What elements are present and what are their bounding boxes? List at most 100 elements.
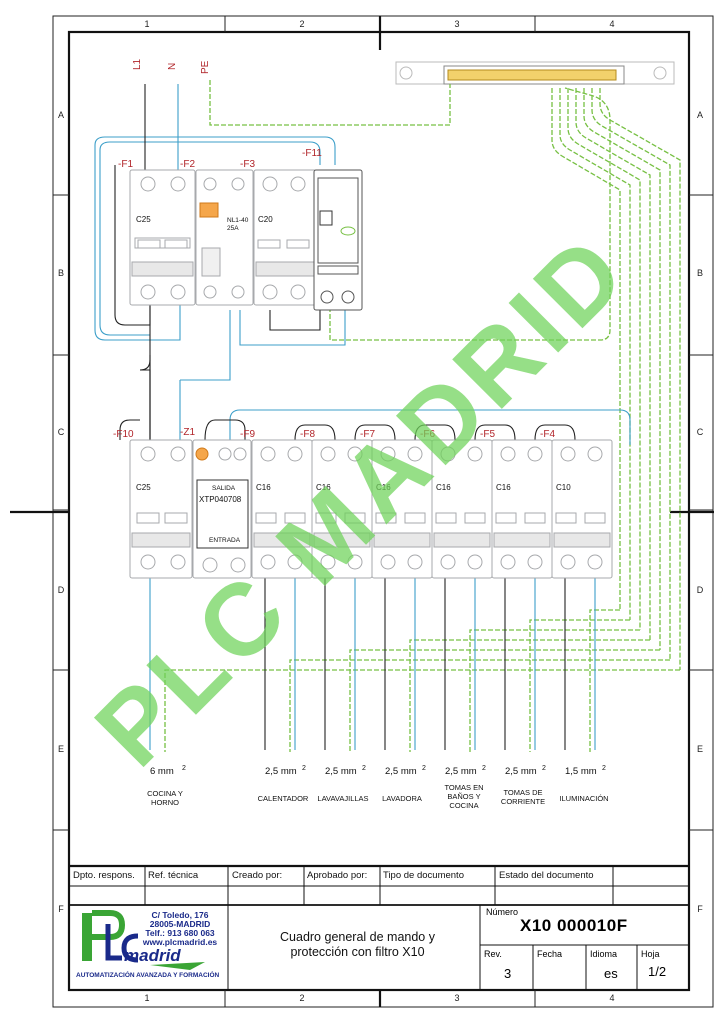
- tipo-label: Tipo de documento: [383, 870, 464, 881]
- address-line: www.plcmadrid.es: [142, 937, 218, 947]
- svg-text:2: 2: [302, 765, 306, 772]
- tag-f11: -F11: [302, 148, 322, 159]
- label-lavadora: LAVADORA: [382, 794, 422, 803]
- tag-f2: -F2: [180, 159, 195, 170]
- ref-label: Ref. técnica: [148, 870, 199, 881]
- f2-line2: 25A: [227, 225, 239, 232]
- row-label: B: [58, 268, 64, 278]
- label-tomas-banos: BAÑOS Y: [447, 792, 480, 801]
- rev-label: Rev.: [484, 949, 502, 959]
- svg-text:2: 2: [182, 765, 186, 772]
- breaker-f3: [253, 169, 317, 306]
- row-labels: A B C D E F A B C D E F: [58, 110, 704, 914]
- company-address: C/ Toledo, 176 28005-MADRID Telf.: 913 6…: [120, 911, 240, 947]
- filter-z1: [192, 439, 252, 579]
- neutral-wiring: [94, 84, 631, 750]
- label-iluminacion: ILUMINACIÓN: [559, 794, 608, 803]
- section-lavadora: 2,5 mm: [385, 766, 417, 777]
- estado-label: Estado del documento: [499, 870, 594, 881]
- logo-text: madrid: [124, 946, 181, 965]
- circuit-labels: COCINA Y HORNO CALENTADOR LAVAVAJILLAS L…: [147, 783, 608, 810]
- label-tomas-banos: COCINA: [449, 801, 478, 810]
- tag-f7: -F7: [360, 429, 375, 440]
- breaker-f9: [251, 439, 313, 579]
- row-label: D: [697, 585, 704, 595]
- breaker-f4: [551, 439, 613, 579]
- section-calentador: 2,5 mm: [265, 766, 297, 777]
- top-device-row: [129, 169, 363, 311]
- row-label: A: [697, 110, 703, 120]
- tag-f4: -F4: [540, 429, 555, 440]
- earth-bar: [395, 61, 675, 85]
- section-iluminacion: 1,5 mm: [565, 766, 597, 777]
- dpto-label: Dpto. respons.: [73, 870, 135, 881]
- idioma-value: es: [604, 966, 618, 981]
- row-label: D: [58, 585, 65, 595]
- device-tags: -F1 -F2 -F3 -F11 -F10 -Z1 -F9 -F8 -F7 -F…: [113, 148, 555, 440]
- row-label: E: [58, 744, 64, 754]
- breaker-f7: [371, 439, 433, 579]
- f8-rating: C16: [316, 483, 331, 492]
- breaker-f6: [431, 439, 493, 579]
- pe-wiring: [164, 80, 681, 752]
- z1-line3: ENTRADA: [209, 537, 241, 544]
- n-label: N: [167, 63, 178, 70]
- svg-text:2: 2: [482, 765, 486, 772]
- document-description: Cuadro general de mando y protección con…: [240, 930, 475, 960]
- f7-rating: C16: [376, 483, 391, 492]
- circuit-sections: 6 mm 2,5 mm 2,5 mm 2,5 mm 2,5 mm 2,5 mm …: [150, 766, 597, 777]
- label-tomas-corriente: CORRIENTE: [501, 797, 545, 806]
- description-line: Cuadro general de mando y: [280, 930, 435, 944]
- row-label: F: [58, 904, 64, 914]
- pe-label: PE: [200, 60, 211, 74]
- row-label: B: [697, 268, 703, 278]
- tag-f1: -F1: [118, 159, 133, 170]
- column-labels: 1 2 3 4 1 2 3 4: [144, 19, 614, 1003]
- surge-protector-f11: [313, 169, 363, 311]
- titleblock-grid: [69, 864, 689, 990]
- line-wiring: [114, 84, 576, 750]
- aprobado-label: Aprobado por:: [307, 870, 368, 881]
- f10-rating: C25: [136, 483, 151, 492]
- tag-f9: -F9: [240, 429, 255, 440]
- label-tomas-banos: TOMAS EN: [444, 783, 483, 792]
- tag-f5: -F5: [480, 429, 495, 440]
- section-cocina: 6 mm: [150, 766, 174, 777]
- label-lavavajillas: LAVAVAJILLAS: [317, 794, 368, 803]
- address-line: Telf.: 913 680 063: [145, 928, 215, 938]
- row-label: C: [697, 427, 704, 437]
- col-label: 3: [454, 19, 459, 29]
- logo-tagline: AUTOMATIZACIÓN AVANZADA Y FORMACIÓN: [76, 972, 220, 979]
- f5-rating: C16: [496, 483, 511, 492]
- breaker-f5: [491, 439, 553, 579]
- col-label: 4: [609, 993, 614, 1003]
- column-markers-top: [53, 16, 713, 1007]
- address-line: 28005-MADRID: [149, 919, 211, 929]
- f6-rating: C16: [436, 483, 451, 492]
- hoja-value: 1/2: [648, 964, 667, 979]
- row-label: E: [697, 744, 703, 754]
- breaker-f10: [129, 439, 193, 579]
- creado-label: Creado por:: [232, 870, 283, 881]
- top-device-labels: C25 NL1-40 25A C20: [136, 215, 273, 232]
- row-label: A: [58, 110, 64, 120]
- description-line: protección con filtro X10: [290, 945, 425, 959]
- z1-line1: SALIDA: [212, 485, 236, 492]
- label-cocina: COCINA Y: [147, 789, 183, 798]
- f4-rating: C10: [556, 483, 571, 492]
- center-ticks: [10, 16, 714, 1007]
- col-label: 1: [144, 993, 149, 1003]
- differential-f2: [195, 169, 254, 306]
- bottom-device-row: [129, 439, 613, 579]
- label-calentador: CALENTADOR: [258, 794, 309, 803]
- fecha-label: Fecha: [537, 949, 563, 959]
- label-tomas-corriente: TOMAS DE: [503, 788, 542, 797]
- tag-f6: -F6: [420, 429, 435, 440]
- f2-line1: NL1-40: [227, 217, 249, 224]
- l1-label: L1: [132, 58, 143, 70]
- col-label: 1: [144, 19, 149, 29]
- f1-rating: C25: [136, 215, 151, 224]
- col-label: 4: [609, 19, 614, 29]
- tag-z1: -Z1: [180, 427, 195, 438]
